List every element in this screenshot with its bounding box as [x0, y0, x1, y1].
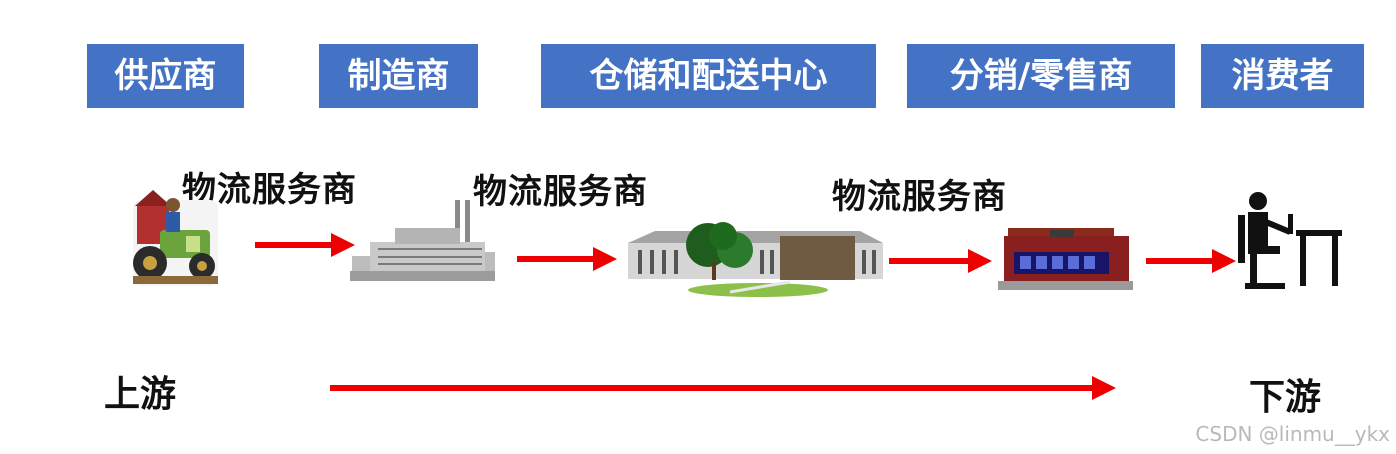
- consumer-desk-icon: [1238, 192, 1342, 289]
- factory-icon: [350, 200, 495, 281]
- stage-warehouse-distribution: 仓储和配送中心: [541, 44, 876, 108]
- watermark: CSDN @linmu__ykx: [1195, 422, 1390, 446]
- stage-supplier: 供应商: [87, 44, 244, 108]
- logistics-provider-label: 物流服务商: [473, 172, 648, 212]
- stage-consumer: 消费者: [1201, 44, 1364, 108]
- stage-distributor-retailer: 分销/零售商: [907, 44, 1175, 108]
- store-icon: [998, 228, 1133, 290]
- warehouse-icon: [628, 222, 883, 297]
- downstream-label: 下游: [1249, 376, 1322, 418]
- stage-manufacturer: 制造商: [319, 44, 478, 108]
- logistics-provider-label: 物流服务商: [832, 177, 1007, 217]
- farmer-tractor-icon: [133, 190, 218, 286]
- upstream-label: 上游: [104, 373, 177, 415]
